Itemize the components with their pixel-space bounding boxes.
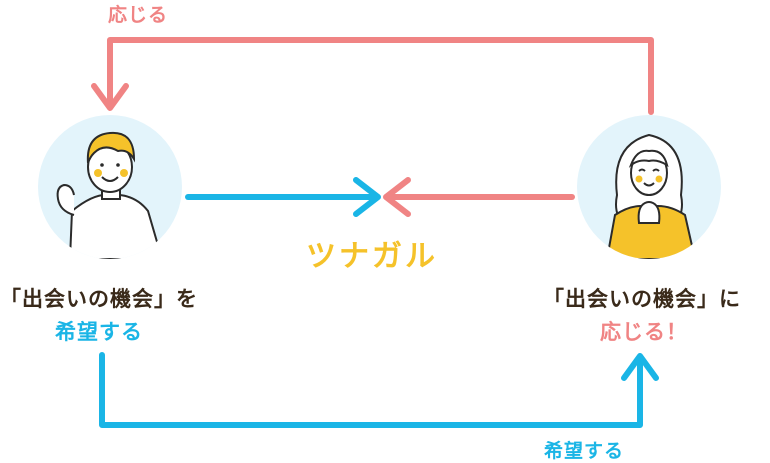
bottom-arrow-label: 希望する (544, 440, 625, 462)
top-arrow-label: 応じる (108, 4, 169, 26)
left-to-center-arrowhead (353, 177, 381, 217)
right-caption-line2: 応じる！ (600, 320, 688, 344)
bottom-loop-line (99, 352, 643, 428)
man-illustration-icon (56, 131, 164, 259)
left-caption-line2: 希望する (55, 320, 143, 344)
center-connect-label: ツナガル (306, 239, 438, 274)
woman-avatar (577, 115, 721, 259)
left-caption-line1: 「出会いの機会」を (0, 287, 198, 311)
bottom-loop-arrowhead (621, 353, 659, 381)
woman-illustration-icon (605, 133, 697, 259)
right-caption-line1: 「出会いの機会」に (543, 287, 741, 311)
top-loop-line (107, 37, 654, 115)
top-loop-arrowhead (91, 83, 129, 111)
man-avatar (38, 115, 182, 259)
right-to-center-arrowhead (383, 177, 411, 217)
